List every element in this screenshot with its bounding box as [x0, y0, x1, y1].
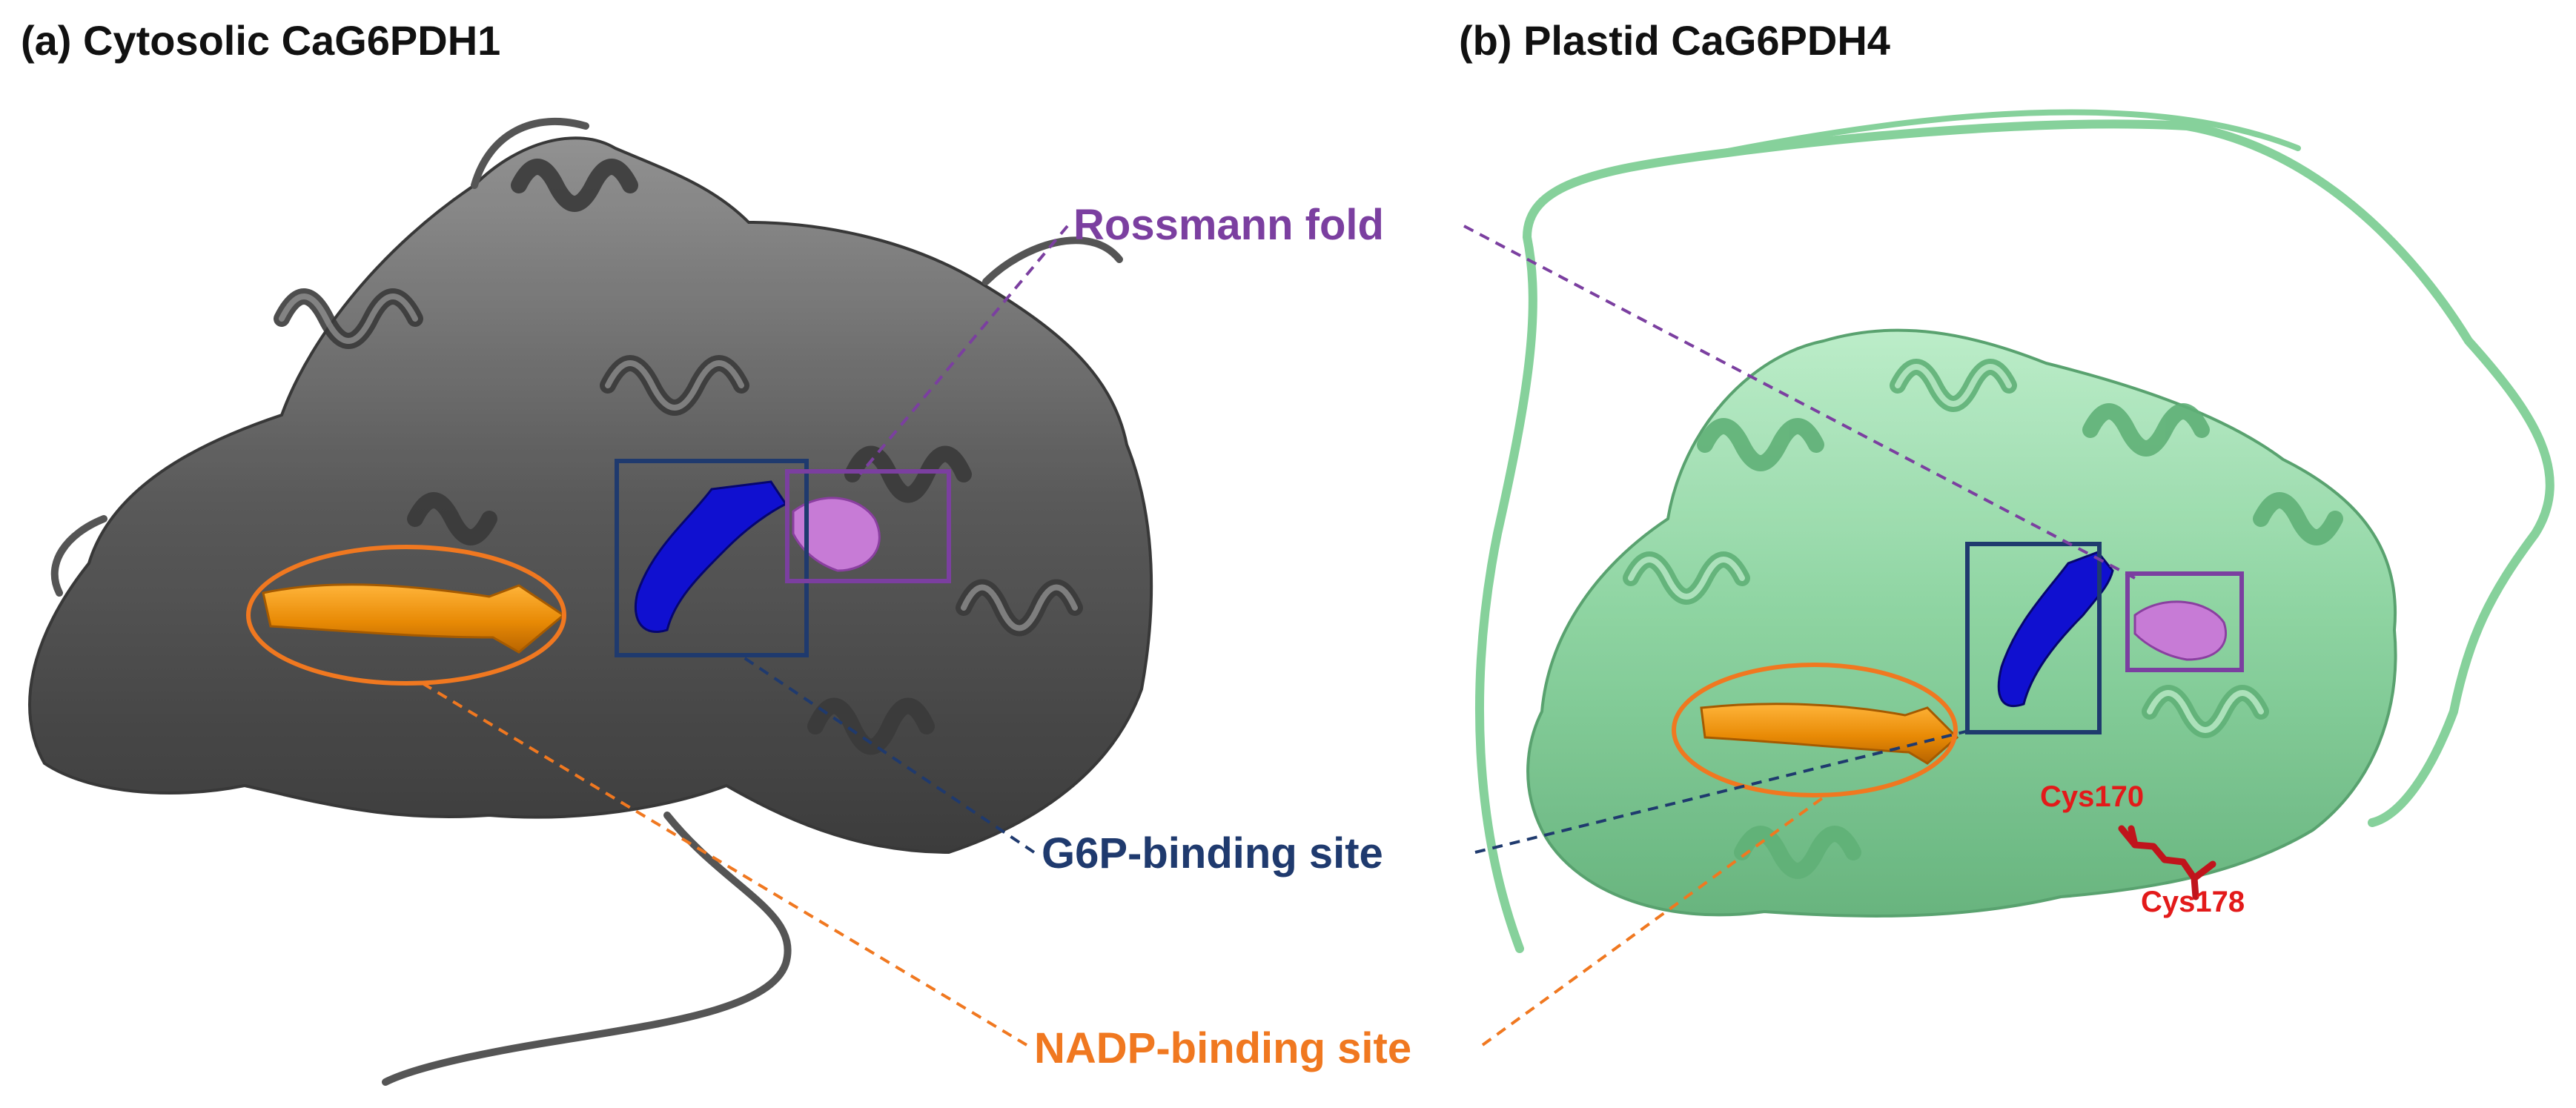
- g6p-leader-a: [740, 654, 1036, 854]
- rossmann-leader-b: [1463, 225, 2136, 580]
- rossmann-helix-a: [792, 497, 881, 572]
- nadp-ellipse-a: [246, 545, 566, 686]
- rossmann-leader-a: [858, 225, 1069, 476]
- rossmann-fold-label: Rossmann fold: [1073, 201, 1384, 249]
- g6p-strand-a: [634, 480, 788, 634]
- panel-title-a: (a) Cytosolic CaG6PDH1: [21, 17, 501, 64]
- g6p-box-a: [615, 459, 809, 657]
- nadp-binding-site-label: NADP-binding site: [1034, 1024, 1412, 1072]
- protein-structure-a: [28, 117, 1153, 1086]
- cys178-label: Cys178: [2141, 886, 2245, 918]
- leader-lines: [421, 225, 2136, 1046]
- nadp-beta-strand-a: [262, 583, 566, 654]
- protein-structure-b: [1475, 109, 2555, 953]
- rossmann-box-b: [2125, 571, 2244, 672]
- cys170-label: Cys170: [2040, 780, 2145, 813]
- rossmann-box-a: [785, 469, 951, 583]
- g6p-leader-b: [1474, 729, 1973, 854]
- g6p-binding-site-label: G6P-binding site: [1042, 829, 1383, 878]
- cys-side-chains: [2118, 825, 2216, 900]
- g6p-box-b: [1965, 542, 2102, 734]
- panel-title-b: (b) Plastid CaG6PDH4: [1459, 17, 1890, 64]
- g6p-strand-b: [1997, 551, 2114, 707]
- nadp-ellipse-b: [1672, 663, 1958, 797]
- rossmann-helix-b: [2133, 600, 2227, 661]
